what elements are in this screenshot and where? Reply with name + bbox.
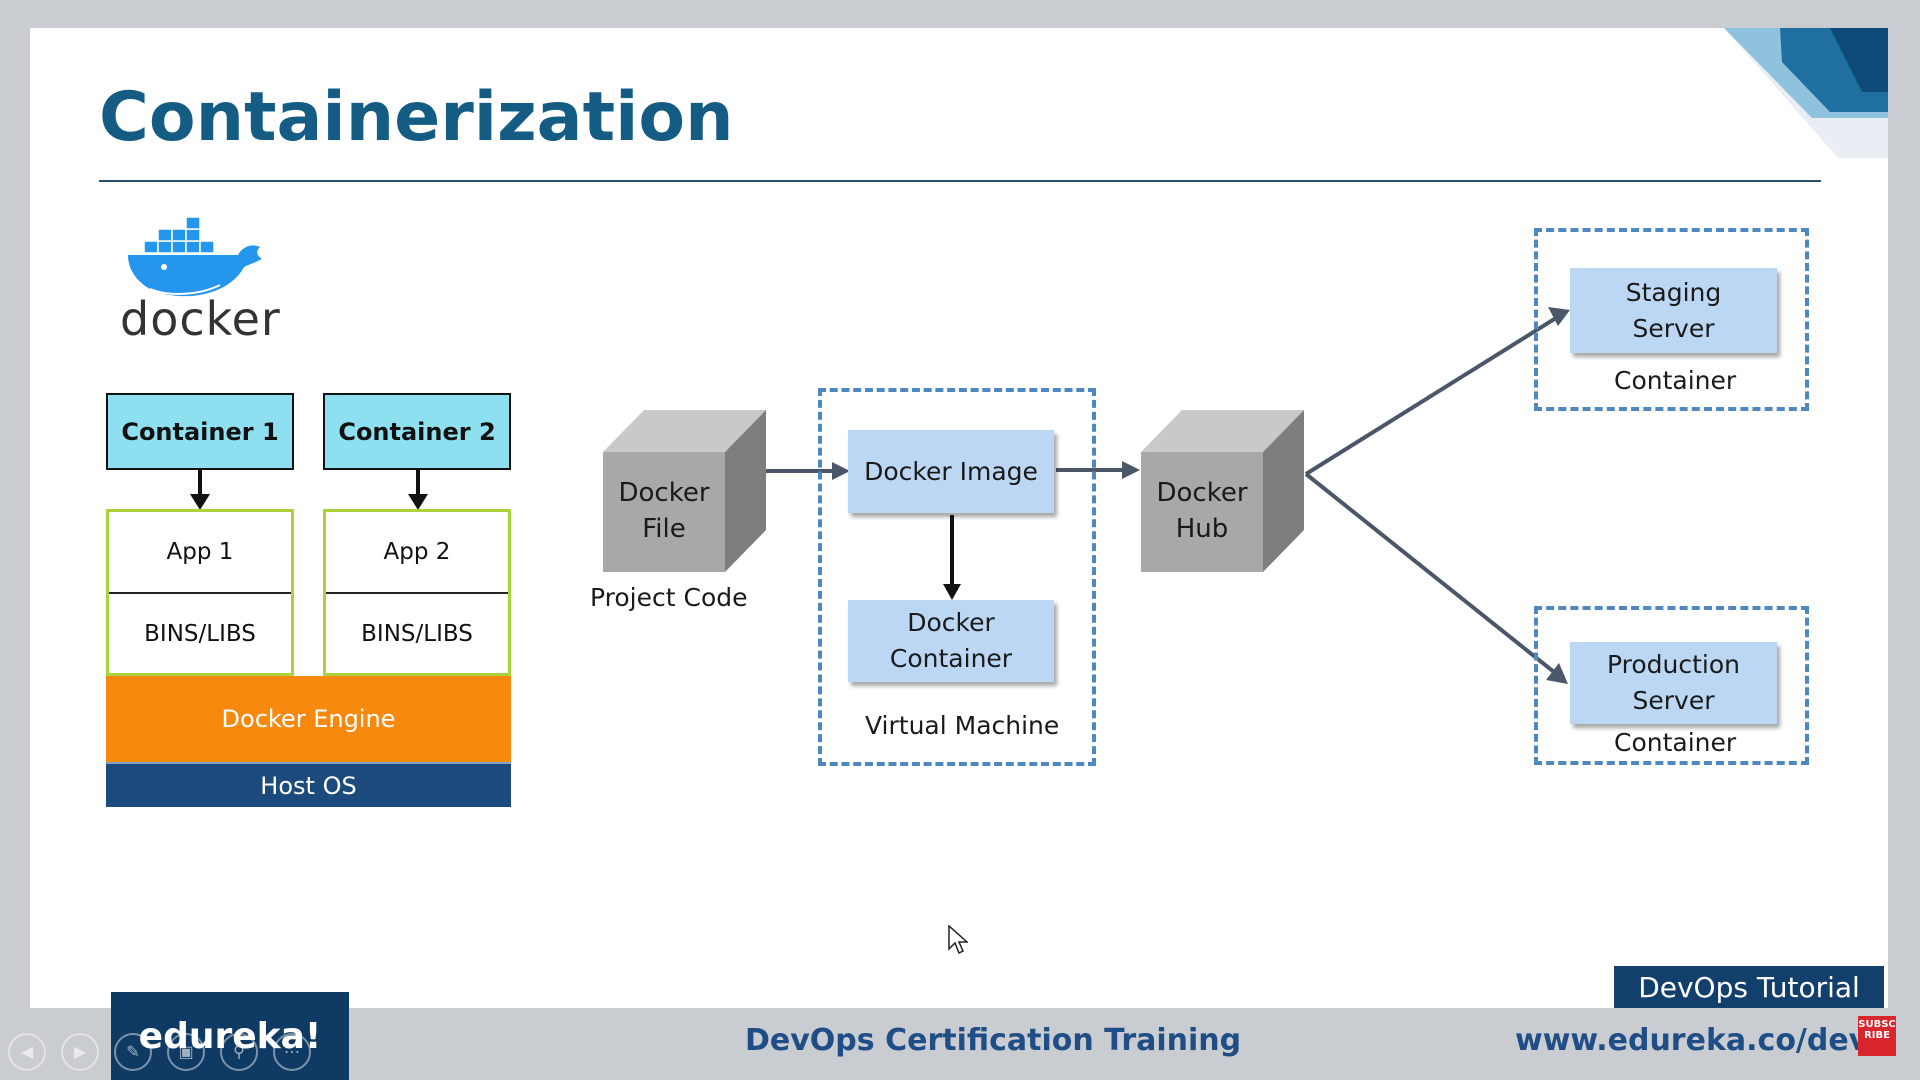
docker-container-box: Docker Container: [848, 600, 1054, 682]
corner-decoration: [1724, 28, 1888, 158]
docker-image-box: Docker Image: [848, 430, 1054, 513]
mouse-cursor-icon: [948, 925, 968, 955]
more-options-icon[interactable]: ⋯: [273, 1033, 311, 1071]
previous-slide-icon[interactable]: ◀: [8, 1033, 46, 1071]
production-server-box: Production Server: [1570, 642, 1777, 724]
next-slide-icon[interactable]: ▶: [61, 1033, 99, 1071]
docker-whale-logo: [128, 216, 262, 297]
slides-icon[interactable]: ▣: [167, 1033, 205, 1071]
course-url: www.edureka.co/devops: [1515, 1023, 1861, 1058]
docker-file-label-line1: Docker: [618, 478, 710, 508]
pen-icon[interactable]: ✎: [114, 1033, 152, 1071]
docker-hub-line1: Docker: [1156, 478, 1248, 508]
container-2-box: Container 2: [323, 393, 511, 470]
docker-file-cube: [603, 410, 766, 572]
project-code-label: Project Code: [590, 583, 748, 612]
staging-container-label: Container: [1614, 366, 1737, 395]
docker-file-label-line2: File: [642, 514, 686, 544]
docker-hub-line2: Hub: [1175, 514, 1229, 544]
virtual-machine-group: [818, 388, 1096, 766]
app-1-cell: App 1: [109, 512, 291, 594]
app-2-cell: App 2: [326, 512, 508, 594]
bins-libs-1-cell: BINS/LIBS: [109, 594, 291, 673]
staging-line1: Staging: [1625, 277, 1722, 307]
subscribe-badge[interactable]: SUBSCRIBE: [1858, 1016, 1896, 1056]
production-line1: Production: [1606, 650, 1740, 679]
staging-server-box: Staging Server: [1570, 268, 1777, 353]
production-group: [1534, 606, 1809, 765]
app-stack-2: App 2 BINS/LIBS: [323, 509, 511, 676]
course-title: DevOps Certification Training: [745, 1023, 1242, 1058]
host-os-bar: Host OS: [106, 762, 511, 807]
production-container-label: Container: [1614, 728, 1737, 757]
devops-tutorial-tag: DevOps Tutorial: [1614, 966, 1884, 1008]
slide-title: Containerization: [99, 78, 734, 157]
docker-hub-cube: [1141, 410, 1304, 572]
staging-group: [1534, 228, 1809, 411]
docker-engine-bar: Docker Engine: [106, 676, 511, 762]
docker-container-line2: Container: [889, 644, 1013, 673]
container-1-box: Container 1: [106, 393, 294, 470]
docker-hub-label: Docker Hub: [1141, 475, 1263, 547]
container-arrows: [190, 470, 428, 510]
app-stack-1: App 1 BINS/LIBS: [106, 509, 294, 676]
docker-file-label: Docker File: [603, 475, 725, 547]
docker-container-line1: Docker: [907, 608, 995, 637]
bins-libs-2-cell: BINS/LIBS: [326, 594, 508, 673]
production-line2: Server: [1632, 686, 1715, 715]
docker-logo-text: docker: [120, 292, 281, 346]
virtual-machine-label: Virtual Machine: [865, 711, 1060, 740]
zoom-icon[interactable]: ⚲: [220, 1033, 258, 1071]
staging-line2: Server: [1632, 313, 1715, 343]
title-divider: [99, 180, 1821, 182]
